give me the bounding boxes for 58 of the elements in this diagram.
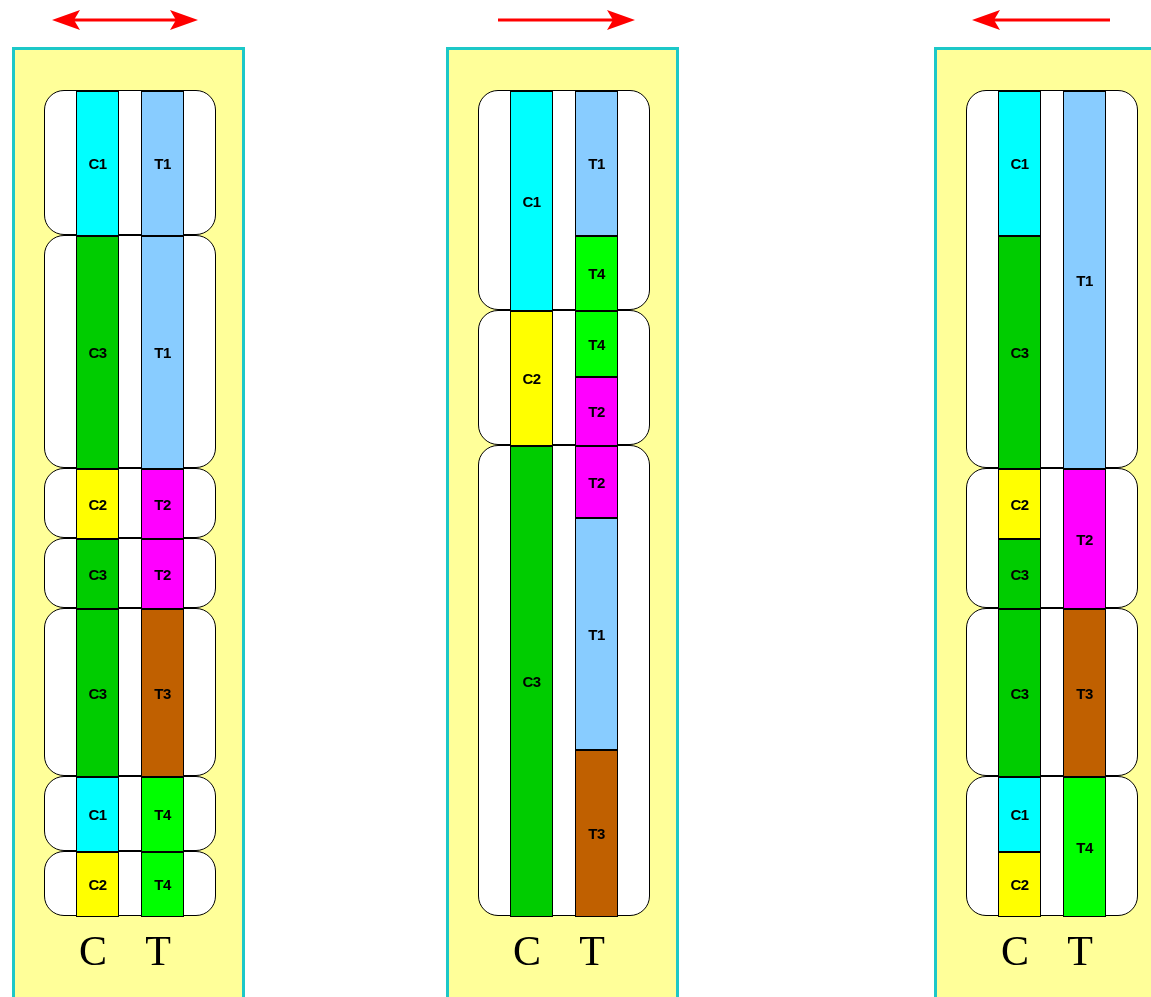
colored-bar: T2 <box>141 539 184 609</box>
rounded-box <box>478 445 650 916</box>
colored-bar: C1 <box>76 91 119 236</box>
colored-bar: T2 <box>575 446 618 518</box>
colored-bar: T4 <box>1063 777 1106 917</box>
colored-bar: C1 <box>998 777 1041 852</box>
rounded-box <box>44 90 216 235</box>
colored-bar: T3 <box>141 609 184 777</box>
colored-bar: T1 <box>575 91 618 236</box>
rounded-box <box>966 468 1138 608</box>
colored-bar: C2 <box>510 311 553 446</box>
colored-bar: T4 <box>141 777 184 852</box>
rounded-box <box>478 90 650 310</box>
colored-bar: C3 <box>998 539 1041 609</box>
colored-bar: T4 <box>141 852 184 917</box>
colored-bar: T1 <box>1063 91 1106 469</box>
colored-bar: C1 <box>76 777 119 852</box>
colored-bar: C3 <box>76 236 119 469</box>
colored-bar: C2 <box>76 469 119 539</box>
column-label: T <box>145 930 171 972</box>
colored-bar: C1 <box>998 91 1041 236</box>
colored-bar: C1 <box>510 91 553 311</box>
colored-bar: T4 <box>575 236 618 311</box>
colored-bar: T1 <box>141 236 184 469</box>
rounded-box <box>966 90 1138 468</box>
colored-bar: T1 <box>575 518 618 750</box>
panel-band <box>446 47 679 997</box>
rounded-box <box>44 538 216 608</box>
colored-bar: C3 <box>998 236 1041 469</box>
panel-band <box>12 47 245 997</box>
column-label: C <box>513 930 541 972</box>
colored-bar: C3 <box>76 539 119 609</box>
colored-bar: T1 <box>141 91 184 236</box>
rounded-box <box>966 608 1138 776</box>
colored-bar: T3 <box>1063 609 1106 777</box>
rounded-box <box>44 468 216 538</box>
column-label: C <box>79 930 107 972</box>
colored-bar: C3 <box>510 446 553 917</box>
colored-bar: C3 <box>998 609 1041 777</box>
column-label: C <box>1001 930 1029 972</box>
colored-bar: T2 <box>575 377 618 446</box>
colored-bar: T3 <box>575 750 618 917</box>
colored-bar: T4 <box>575 311 618 377</box>
rounded-box <box>44 776 216 851</box>
rounded-box <box>966 776 1138 916</box>
colored-bar: C2 <box>76 852 119 917</box>
colored-bar: T2 <box>141 469 184 539</box>
rounded-box <box>44 851 216 916</box>
colored-bar: C3 <box>76 609 119 777</box>
column-label: T <box>1067 930 1093 972</box>
rounded-box <box>478 310 650 445</box>
panel-band <box>934 47 1151 997</box>
rounded-box <box>44 235 216 468</box>
colored-bar: T2 <box>1063 469 1106 609</box>
column-label: T <box>579 930 605 972</box>
colored-bar: C2 <box>998 852 1041 917</box>
rounded-box <box>44 608 216 776</box>
colored-bar: C2 <box>998 469 1041 539</box>
